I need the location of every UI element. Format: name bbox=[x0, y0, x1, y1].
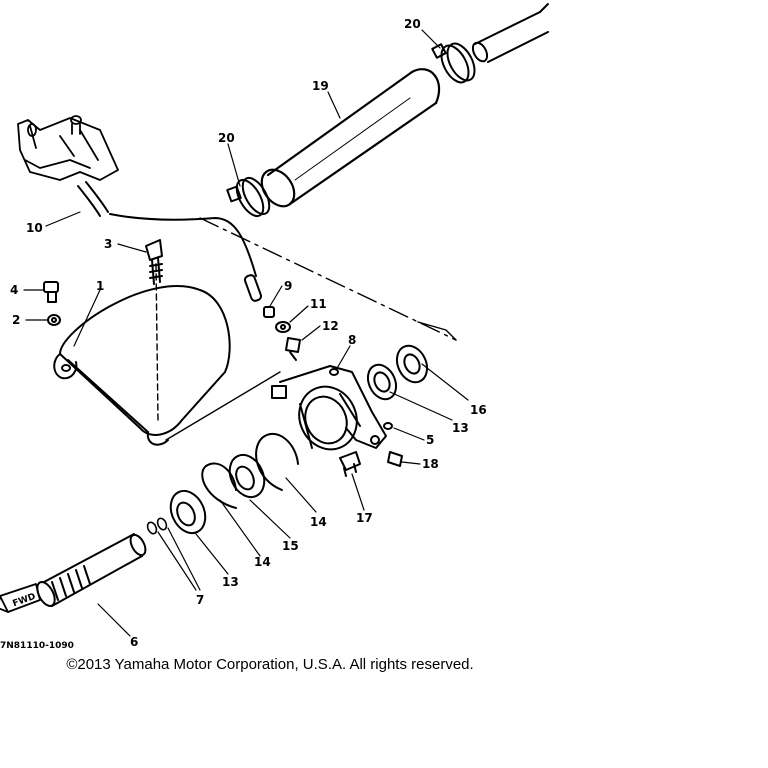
bolt-3 bbox=[145, 239, 163, 285]
drive-shaft bbox=[36, 533, 147, 607]
cover bbox=[53, 284, 231, 446]
washer-2 bbox=[47, 314, 61, 326]
callout-10: 10 bbox=[26, 221, 43, 235]
callout-3: 3 bbox=[104, 237, 112, 251]
fitting-9 bbox=[263, 306, 275, 318]
callout-12: 12 bbox=[322, 319, 339, 333]
washer-11 bbox=[275, 321, 291, 333]
callout-14-left: 14 bbox=[254, 555, 271, 569]
bearing-15 bbox=[228, 453, 266, 499]
copyright-notice: ©2013 Yamaha Motor Corporation, U.S.A. A… bbox=[66, 656, 474, 673]
callout-8: 8 bbox=[348, 333, 356, 347]
hose-clamp-top bbox=[431, 42, 476, 84]
callout-19: 19 bbox=[312, 79, 329, 93]
hose bbox=[260, 68, 441, 208]
clip-18 bbox=[387, 451, 403, 467]
callout-18: 18 bbox=[422, 457, 439, 471]
o-rings-7 bbox=[146, 517, 168, 535]
callout-leaders bbox=[23, 29, 469, 637]
callout-15: 15 bbox=[282, 539, 299, 553]
circlip-14-right bbox=[255, 432, 299, 491]
callout-4: 4 bbox=[10, 283, 18, 297]
bearing-13-left bbox=[169, 489, 207, 535]
callout-13-left: 13 bbox=[222, 575, 239, 589]
callout-11: 11 bbox=[310, 297, 327, 311]
bolt-17 bbox=[339, 451, 361, 477]
callout-5: 5 bbox=[426, 433, 434, 447]
callout-14-right: 14 bbox=[310, 515, 327, 529]
water-tube bbox=[77, 181, 263, 302]
bolt-4 bbox=[43, 281, 59, 303]
callout-16: 16 bbox=[470, 403, 487, 417]
callout-7: 7 bbox=[196, 593, 204, 607]
callout-20-top: 20 bbox=[404, 17, 421, 31]
callout-9: 9 bbox=[284, 279, 292, 293]
callout-numbers: 20 19 20 10 3 1 4 2 9 11 12 8 16 13 5 18… bbox=[0, 17, 487, 651]
callout-2: 2 bbox=[12, 313, 20, 327]
hose-clamp-left bbox=[226, 176, 271, 218]
bearing-13-right bbox=[366, 363, 398, 401]
part-code: 7N81110-1090 bbox=[0, 641, 74, 651]
callout-13-right: 13 bbox=[452, 421, 469, 435]
circlip-14-left bbox=[201, 462, 237, 509]
drive-shaft-end bbox=[471, 3, 549, 63]
callout-17: 17 bbox=[356, 511, 373, 525]
engine-bracket bbox=[17, 115, 119, 181]
callout-6: 6 bbox=[130, 635, 138, 649]
nipple-12 bbox=[285, 337, 301, 361]
pin-5 bbox=[383, 422, 393, 430]
callout-20-left: 20 bbox=[218, 131, 235, 145]
fwd-arrow bbox=[0, 583, 41, 613]
bearing-16 bbox=[395, 344, 429, 384]
callout-1: 1 bbox=[96, 279, 104, 293]
leader-lines bbox=[155, 217, 457, 441]
bearing-housing bbox=[271, 365, 387, 451]
